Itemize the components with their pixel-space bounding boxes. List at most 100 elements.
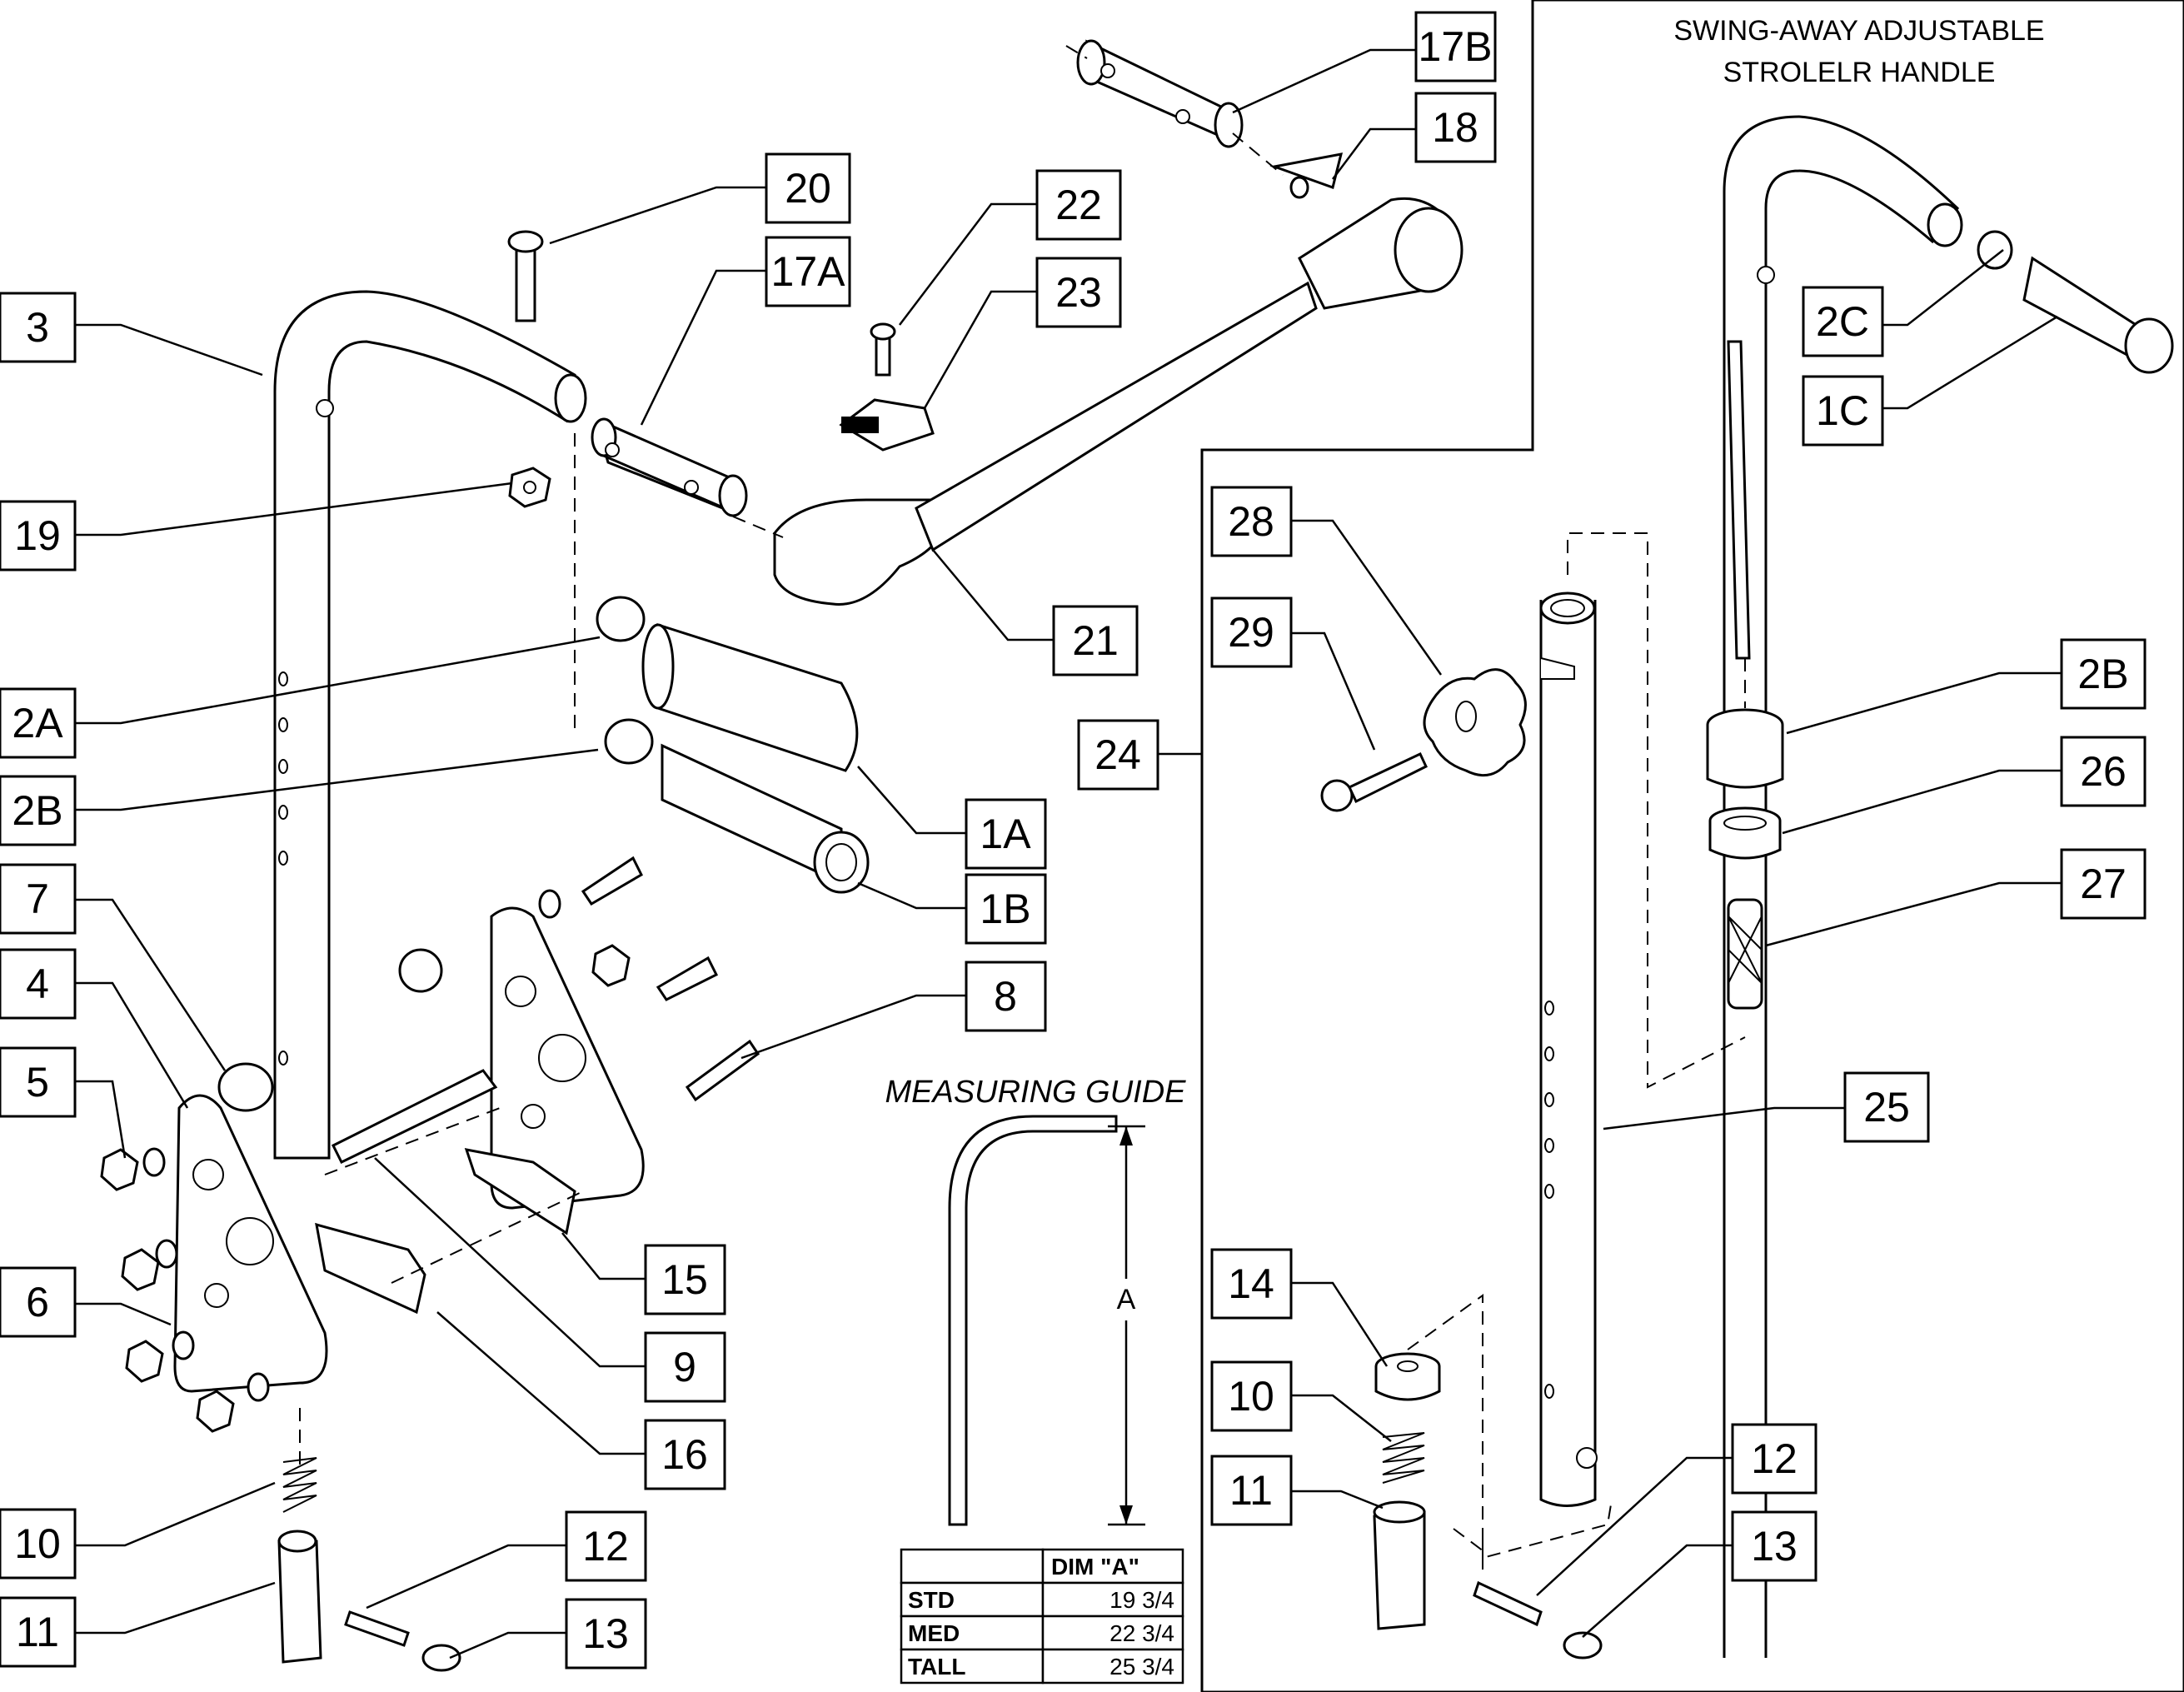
table-row-dim: 25 3/4 <box>1109 1654 1174 1680</box>
side-plate-4-front <box>173 1094 328 1393</box>
svg-text:17B: 17B <box>1419 23 1493 70</box>
dimension-a-label: A <box>1117 1284 1136 1315</box>
plunger-11-left <box>277 1530 322 1664</box>
callout-22: 22 <box>1035 169 1122 241</box>
callout-27: 27 <box>2060 848 2147 920</box>
nuts-5-6 <box>100 889 631 1433</box>
bushing-2b-right <box>1706 708 1784 789</box>
svg-text:11: 11 <box>1229 1467 1273 1514</box>
grip-1c <box>1977 230 2174 374</box>
svg-text:1C: 1C <box>1816 387 1869 434</box>
spring-10-right <box>1382 1432 1425 1484</box>
svg-text:16: 16 <box>661 1431 708 1478</box>
callout-19: 19 <box>0 500 77 571</box>
callout-12-left: 12 <box>565 1510 647 1582</box>
inset-title-line1: SWING-AWAY ADJUSTABLE <box>1673 15 2044 47</box>
screw-20 <box>507 230 544 322</box>
bracket-7 <box>217 948 443 1112</box>
callout-10-right: 10 <box>1210 1360 1293 1432</box>
svg-text:2B: 2B <box>12 787 62 834</box>
svg-text:3: 3 <box>26 304 49 351</box>
bracket-15 <box>464 1148 576 1235</box>
grip-1a <box>596 596 859 772</box>
table-row-dim: 19 3/4 <box>1109 1587 1174 1613</box>
callout-14: 14 <box>1210 1248 1293 1320</box>
inset-frame <box>1200 0 2184 1692</box>
callout-24: 24 <box>1077 719 1159 791</box>
callout-2b-right: 2B <box>2060 638 2147 710</box>
knurled-knob-27 <box>1727 898 1763 1010</box>
inset-title-line2: STROLELR HANDLE <box>1723 57 1996 88</box>
svg-text:11: 11 <box>16 1609 59 1655</box>
svg-text:7: 7 <box>26 876 49 922</box>
plunger-11-right <box>1373 1500 1426 1630</box>
svg-text:1B: 1B <box>980 886 1030 932</box>
pin-12-left <box>344 1610 410 1647</box>
callout-2a: 2A <box>0 687 77 759</box>
callout-23: 23 <box>1035 257 1122 328</box>
pin-12-right <box>1473 1580 1543 1627</box>
collar-26 <box>1708 806 1782 860</box>
svg-text:8: 8 <box>994 973 1017 1020</box>
svg-text:13: 13 <box>1751 1523 1798 1570</box>
svg-text:29: 29 <box>1228 609 1274 656</box>
leader-lines <box>75 48 2062 1660</box>
callout-17a: 17A <box>765 236 851 307</box>
clip-23 <box>839 398 935 452</box>
callout-13-left: 13 <box>565 1598 647 1670</box>
svg-text:9: 9 <box>673 1344 696 1390</box>
svg-text:2A: 2A <box>12 700 63 746</box>
table-header-dim: DIM "A" <box>1051 1554 1139 1580</box>
cap-13-left <box>421 1644 461 1672</box>
screw-22 <box>870 322 896 377</box>
callout-8: 8 <box>965 961 1047 1032</box>
svg-text:24: 24 <box>1094 731 1141 778</box>
tube-25 <box>1539 591 1598 1507</box>
svg-text:28: 28 <box>1228 498 1274 545</box>
callout-2c: 2C <box>1802 286 1884 357</box>
measuring-guide-title: MEASURING GUIDE <box>885 1075 1186 1110</box>
swing-away-handle <box>1723 115 1963 1658</box>
measuring-table: DIM "A" STD 19 3/4 MED 22 3/4 TALL 25 3/… <box>900 1548 1184 1685</box>
callout-1a: 1A <box>965 798 1047 870</box>
callout-3: 3 <box>0 292 77 363</box>
callout-1c: 1C <box>1802 375 1884 447</box>
callout-21: 21 <box>1052 605 1139 676</box>
svg-text:12: 12 <box>1751 1435 1798 1482</box>
washer-14 <box>1374 1352 1441 1401</box>
svg-text:23: 23 <box>1055 269 1102 316</box>
svg-text:22: 22 <box>1055 182 1102 228</box>
svg-text:2B: 2B <box>2077 651 2128 697</box>
svg-text:1A: 1A <box>980 811 1031 857</box>
callout-2b-left: 2B <box>0 775 77 846</box>
svg-text:2C: 2C <box>1816 298 1869 345</box>
callout-15: 15 <box>644 1244 726 1315</box>
svg-text:20: 20 <box>785 165 831 212</box>
push-handle-tube <box>273 290 587 1160</box>
svg-text:4: 4 <box>26 961 49 1007</box>
callout-12-right: 12 <box>1731 1423 1818 1495</box>
callout-20: 20 <box>765 152 851 224</box>
callout-11-left: 11 <box>0 1596 77 1668</box>
callout-29: 29 <box>1210 596 1293 668</box>
callout-4: 4 <box>0 948 77 1020</box>
svg-text:17A: 17A <box>771 248 846 295</box>
spring-10-left <box>282 1457 317 1513</box>
svg-text:10: 10 <box>1228 1373 1274 1420</box>
callout-7: 7 <box>0 863 77 935</box>
swing-arm-21 <box>773 197 1463 606</box>
callout-9: 9 <box>644 1331 726 1403</box>
screw-29 <box>1320 752 1428 812</box>
callout-10-left: 10 <box>0 1508 77 1580</box>
measuring-guide: MEASURING GUIDE A DIM "A" STD 19 3/4 MED… <box>885 1075 1186 1685</box>
callout-26: 26 <box>2060 736 2147 807</box>
callout-18: 18 <box>1414 92 1497 163</box>
callout-6: 6 <box>0 1266 77 1338</box>
table-row-size: STD <box>908 1587 955 1613</box>
table-row-size: MED <box>908 1620 960 1646</box>
pin-18 <box>1269 152 1344 199</box>
grip-1b <box>604 718 870 894</box>
nut-19 <box>508 467 551 508</box>
svg-text:15: 15 <box>661 1256 708 1303</box>
stud-9 <box>331 1069 498 1164</box>
